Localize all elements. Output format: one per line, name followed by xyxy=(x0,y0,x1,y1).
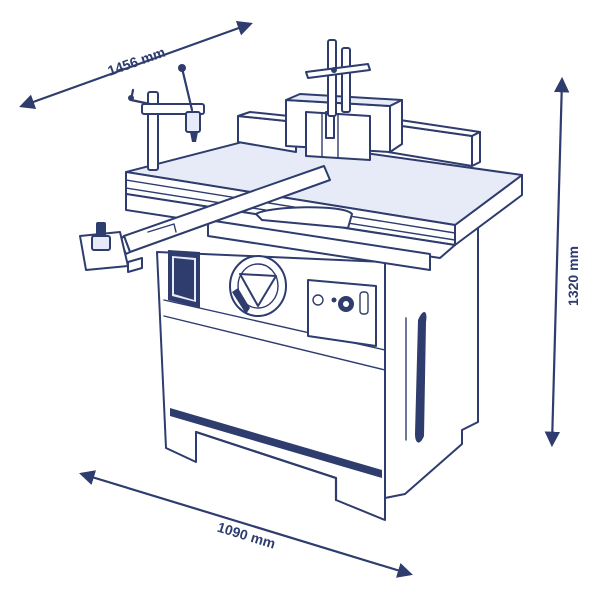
cabinet-side xyxy=(384,213,479,499)
spindle-hood xyxy=(285,93,403,161)
end-stop-block xyxy=(79,222,143,273)
sliding-rail xyxy=(207,219,431,271)
kick-plate xyxy=(170,408,382,478)
table-insert xyxy=(255,206,353,229)
depth-dimension: 1456 mm xyxy=(19,20,253,110)
height-dimension: 1320 mm xyxy=(544,76,581,448)
base-cutout xyxy=(194,430,338,502)
spindle-moulder-icon xyxy=(79,39,523,521)
table-edge-line-1 xyxy=(125,179,456,234)
hold-down-clamp xyxy=(128,64,205,171)
control-panel xyxy=(307,279,377,347)
panel-divider-bottom xyxy=(163,315,386,371)
vent-slats xyxy=(174,258,194,300)
tilt-handwheel xyxy=(229,255,287,317)
height-label: 1320 mm xyxy=(565,246,581,306)
depth-label: 1456 mm xyxy=(105,44,167,79)
side-door-handle xyxy=(415,311,427,443)
back-fence xyxy=(237,111,481,167)
width-arrow xyxy=(79,470,413,578)
spindle-adjuster xyxy=(305,39,371,117)
height-arrow xyxy=(544,76,570,448)
depth-arrow xyxy=(19,20,253,110)
